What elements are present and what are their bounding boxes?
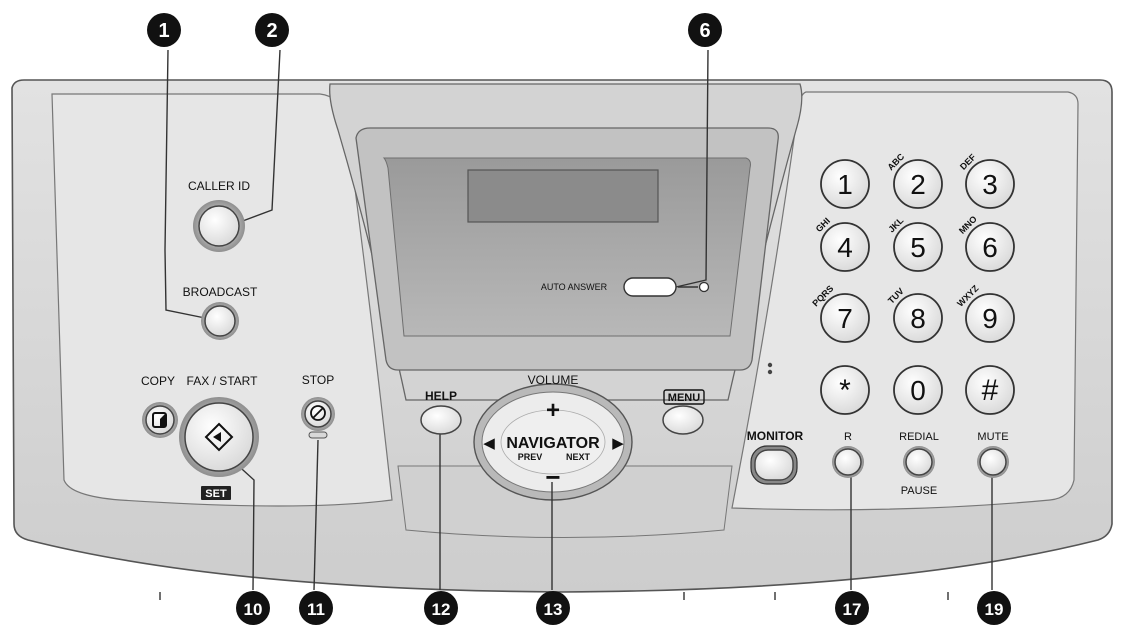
keypad-key-4[interactable] bbox=[820, 222, 870, 272]
stop-icon bbox=[310, 405, 326, 421]
keypad-digit-4: 4 bbox=[837, 232, 853, 263]
right-arrow-icon: ▶ bbox=[612, 435, 624, 452]
help-button[interactable] bbox=[420, 405, 462, 435]
keypad-key-0[interactable] bbox=[893, 365, 943, 415]
r-label: R bbox=[844, 431, 852, 443]
navigator-center bbox=[500, 409, 606, 475]
keypad-key-*[interactable] bbox=[820, 365, 870, 415]
keypad-key-6[interactable] bbox=[965, 222, 1015, 272]
stop-indicator bbox=[308, 431, 328, 439]
callout-badge-1 bbox=[147, 13, 181, 47]
stop-label: STOP bbox=[302, 373, 334, 387]
keypad-digit-9: 9 bbox=[982, 303, 998, 334]
prev-label: PREV bbox=[518, 452, 543, 462]
keypad-key-1[interactable] bbox=[820, 159, 870, 209]
navigator-label: NAVIGATOR bbox=[506, 435, 600, 452]
keypad-digit-1: 1 bbox=[837, 169, 853, 200]
callout-badge-19 bbox=[977, 591, 1011, 625]
leader-line-11 bbox=[313, 439, 319, 591]
leader-line-1 bbox=[164, 49, 206, 319]
keypad-digit-7: 7 bbox=[837, 303, 853, 334]
callout-badge-10 bbox=[236, 591, 270, 625]
callout-number-10: 10 bbox=[244, 600, 263, 619]
callout-number-2: 2 bbox=[266, 20, 277, 42]
keypad-digit-8: 8 bbox=[910, 303, 926, 334]
keypad-digit-3: 3 bbox=[982, 169, 998, 200]
volume-down-icon: − bbox=[545, 462, 560, 492]
callout-number-13: 13 bbox=[544, 600, 563, 619]
keypad-key-9[interactable] bbox=[965, 293, 1015, 343]
stop-icon-slash bbox=[312, 407, 324, 419]
auto-answer-label: AUTO ANSWER bbox=[541, 282, 608, 292]
pause-label: PAUSE bbox=[901, 485, 937, 497]
menu-badge bbox=[663, 389, 705, 405]
lower-strip bbox=[397, 465, 733, 538]
keypad-key-#[interactable] bbox=[965, 365, 1015, 415]
volume-label: VOLUME bbox=[528, 373, 579, 387]
callout-badge-13 bbox=[536, 591, 570, 625]
next-label: NEXT bbox=[566, 452, 591, 462]
keypad-key-8[interactable] bbox=[893, 293, 943, 343]
set-label: SET bbox=[205, 488, 227, 500]
keypad-key-3[interactable] bbox=[965, 159, 1015, 209]
left-arrow-icon: ◀ bbox=[483, 435, 495, 452]
keypad-digit-6: 6 bbox=[982, 232, 998, 263]
lcd-screen bbox=[467, 169, 659, 223]
caller-id-label: CALLER ID bbox=[188, 179, 250, 193]
callout-number-11: 11 bbox=[307, 600, 325, 619]
menu-button[interactable] bbox=[662, 405, 704, 435]
redial-label: REDIAL bbox=[899, 431, 939, 443]
redial-button[interactable] bbox=[905, 448, 933, 476]
fax-start-label: FAX / START bbox=[187, 374, 259, 388]
broadcast-button[interactable] bbox=[204, 305, 236, 337]
keypad-key-2[interactable] bbox=[893, 159, 943, 209]
callout-badge-12 bbox=[424, 591, 458, 625]
auto-answer-button[interactable] bbox=[623, 277, 677, 297]
keypad-digit-5: 5 bbox=[910, 232, 926, 263]
keypad-digit-0: 0 bbox=[910, 375, 926, 406]
keypad-key-7[interactable] bbox=[820, 293, 870, 343]
callout-number-12: 12 bbox=[432, 600, 451, 619]
keypad-digit-*: * bbox=[839, 374, 851, 407]
monitor-button[interactable] bbox=[754, 449, 794, 481]
start-icon-arrow bbox=[213, 432, 221, 442]
start-icon bbox=[204, 422, 234, 452]
set-badge bbox=[201, 486, 231, 500]
keypad-digit-2: 2 bbox=[910, 169, 926, 200]
help-label: HELP bbox=[425, 389, 457, 403]
broadcast-label: BROADCAST bbox=[183, 285, 258, 299]
copy-icon-fold bbox=[160, 413, 166, 427]
leader-line-2 bbox=[239, 49, 281, 223]
caller-id-button[interactable] bbox=[198, 205, 240, 247]
volume-up-icon: + bbox=[546, 397, 560, 424]
menu-label: MENU bbox=[668, 392, 700, 404]
callout-number-17: 17 bbox=[843, 600, 862, 619]
callout-number-19: 19 bbox=[985, 600, 1004, 619]
status-indicator bbox=[767, 362, 773, 375]
callout-number-6: 6 bbox=[699, 20, 710, 42]
r-button[interactable] bbox=[834, 448, 862, 476]
keypad-digit-#: # bbox=[982, 374, 999, 407]
callout-badge-17 bbox=[835, 591, 869, 625]
auto-answer-lamp bbox=[698, 281, 710, 293]
callout-badge-11 bbox=[299, 591, 333, 625]
callout-badge-2 bbox=[255, 13, 289, 47]
leader-line-6 bbox=[675, 49, 709, 288]
callout-number-1: 1 bbox=[158, 20, 169, 42]
keypad-key-5[interactable] bbox=[893, 222, 943, 272]
copy-label: COPY bbox=[141, 374, 175, 388]
mute-button[interactable] bbox=[979, 448, 1007, 476]
mute-label: MUTE bbox=[977, 431, 1008, 443]
monitor-label: MONITOR bbox=[747, 429, 804, 443]
callout-badge-6 bbox=[688, 13, 722, 47]
